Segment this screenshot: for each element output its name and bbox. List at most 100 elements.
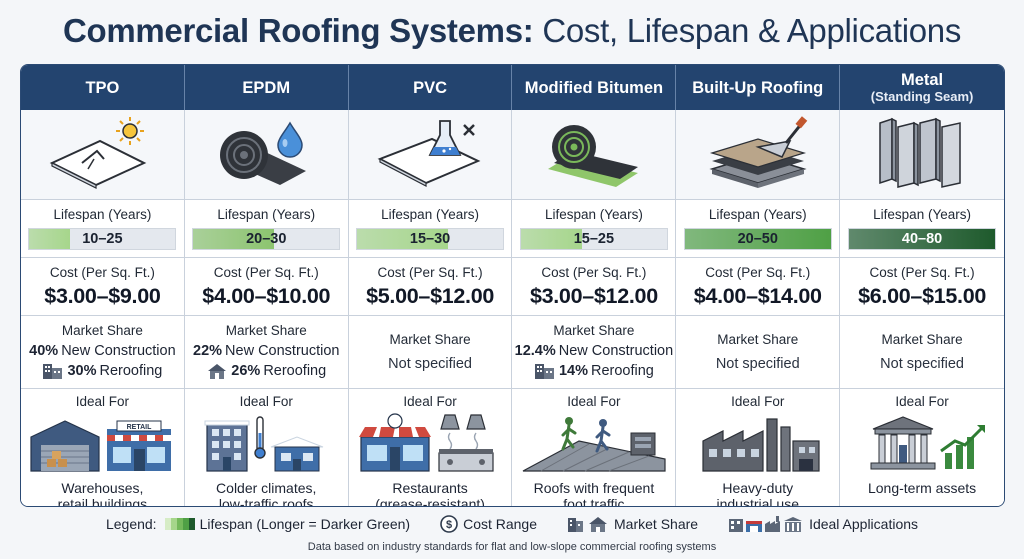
market-share-text: New Construction: [61, 343, 176, 359]
cost-value: $4.00–$10.00: [202, 283, 331, 308]
lifespan-bar-fill: [520, 229, 583, 249]
cost-value: $6.00–$15.00: [858, 283, 987, 308]
legend: Legend: Lifespan (Longer = Darker Green)…: [0, 515, 1024, 533]
applications-icon: [729, 516, 803, 532]
column-title: PVC: [413, 78, 448, 97]
cost-value: $5.00–$12.00: [366, 283, 495, 308]
lifespan-value: 20–50: [737, 231, 778, 247]
market-share-label: Market Share: [553, 323, 635, 338]
ideal-for-label: Ideal For: [895, 394, 949, 409]
page-title: Commercial Roofing Systems: Cost, Lifesp…: [0, 12, 1024, 50]
lifespan-cell: Lifespan (Years) 20–50: [676, 200, 841, 258]
membrane-sun-icon: [42, 113, 162, 196]
market-share-pct: 26%: [231, 363, 261, 379]
ideal-for-label: Ideal For: [239, 394, 293, 409]
lifespan-value: 40–80: [901, 231, 943, 247]
market-share-label: Market Share: [717, 332, 799, 347]
lifespan-label: Lifespan (Years): [708, 207, 807, 222]
restaurant-icon: [355, 409, 505, 478]
ideal-for-line: Colder climates,: [216, 480, 317, 496]
market-share-pct: 30%: [67, 363, 97, 379]
ideal-for-text: Restaurants(grease-resistant): [375, 480, 485, 507]
lifespan-bar-fill: [357, 229, 448, 249]
legend-label: Legend:: [105, 516, 157, 532]
column-title: Metal: [900, 71, 944, 89]
ideal-for-line: Long-term assets: [867, 480, 977, 496]
cost-value: $4.00–$14.00: [693, 283, 822, 308]
ideal-for-line: Warehouses,: [61, 480, 144, 496]
title-rest: Cost, Lifespan & Applications: [533, 12, 962, 49]
lifespan-cell: Lifespan (Years)15–30: [348, 200, 513, 258]
title-strong: Commercial Roofing Systems:: [62, 12, 534, 49]
building-icon: [534, 362, 556, 380]
market-share-pct: 22%: [193, 343, 223, 359]
ideal-for-label: Ideal For: [731, 394, 785, 409]
bank-growth-icon: [847, 409, 997, 478]
cost-label: Cost (Per Sq. Ft.): [705, 264, 811, 280]
legend-cost: $ Cost Range: [440, 515, 537, 533]
ideal-for-line: Restaurants: [392, 480, 468, 496]
lifespan-bar: 10–25: [28, 228, 177, 250]
cost-value: $3.00–$9.00: [44, 283, 161, 308]
cost-cell: Cost (Per Sq. Ft.)$5.00–$12.00: [348, 258, 513, 316]
factory-icon: [683, 409, 833, 478]
market-share-label: Market Share: [225, 323, 307, 338]
svg-text:$: $: [446, 519, 452, 531]
buildings-icon: [568, 517, 608, 532]
column-header: Modified Bitumen: [512, 65, 677, 110]
lifespan-cell: Lifespan (Years)20–30: [184, 200, 349, 258]
membrane-flask-icon: [370, 113, 490, 196]
cost-cell: Cost (Per Sq. Ft.)$6.00–$15.00: [840, 258, 1004, 316]
ideal-for-line: industrial use: [716, 496, 799, 507]
material-icon-cell: [676, 110, 841, 200]
legend-lifespan-text: Lifespan (Longer = Darker Green): [199, 516, 411, 532]
lifespan-bar-fill: [29, 229, 71, 249]
legend-ideal: Ideal Applications: [728, 515, 918, 533]
column-title: Built-Up Roofing: [692, 78, 824, 97]
column-header: PVC: [348, 65, 513, 110]
lifespan-cell: Lifespan (Years)15–25: [512, 200, 677, 258]
building-icon: [42, 362, 64, 380]
column-header: Metal(Standing Seam): [840, 65, 1004, 110]
market-share-pct: 40%: [29, 343, 59, 359]
lifespan-label: Lifespan (Years): [381, 207, 479, 222]
ideal-for-line: low-traffic roofs: [218, 496, 314, 507]
material-icon-cell: [184, 110, 349, 200]
cost-cell: Cost (Per Sq. Ft.)$3.00–$9.00: [21, 258, 185, 316]
ideal-for-label: Ideal For: [567, 394, 621, 409]
market-share-text: Reroofing: [99, 363, 163, 379]
ideal-for-text: Long-term assets: [868, 480, 976, 496]
ideal-for-line: Roofs with frequent: [533, 480, 655, 496]
ideal-for-line: (grease-resistant): [375, 496, 485, 507]
market-share-line: 30%Reroofing: [42, 361, 162, 381]
bitumen-roll-icon: [534, 113, 654, 196]
market-share-line: 40%New Construction: [29, 341, 175, 361]
column-title: TPO: [85, 78, 120, 97]
market-share-text: New Construction: [225, 343, 340, 359]
cost-cell: Cost (Per Sq. Ft.)$4.00–$10.00: [184, 258, 349, 316]
legend-cost-text: Cost Range: [463, 516, 538, 532]
legend-lifespan: Lifespan (Longer = Darker Green): [164, 516, 411, 532]
lifespan-bar: 20–50: [683, 228, 832, 250]
material-icon-cell: [840, 110, 1004, 200]
lifespan-bar-fill: [849, 229, 996, 249]
column-subtitle: (Standing Seam): [870, 89, 974, 104]
market-share-pct: 12.4%: [514, 343, 556, 359]
market-share-line: 22%New Construction: [193, 341, 339, 361]
market-share-label: Market Share: [881, 332, 963, 347]
market-share-line: 14%Reroofing: [534, 361, 654, 381]
lifespan-value: 15–25: [573, 231, 615, 247]
legend-market-text: Market Share: [614, 516, 699, 532]
